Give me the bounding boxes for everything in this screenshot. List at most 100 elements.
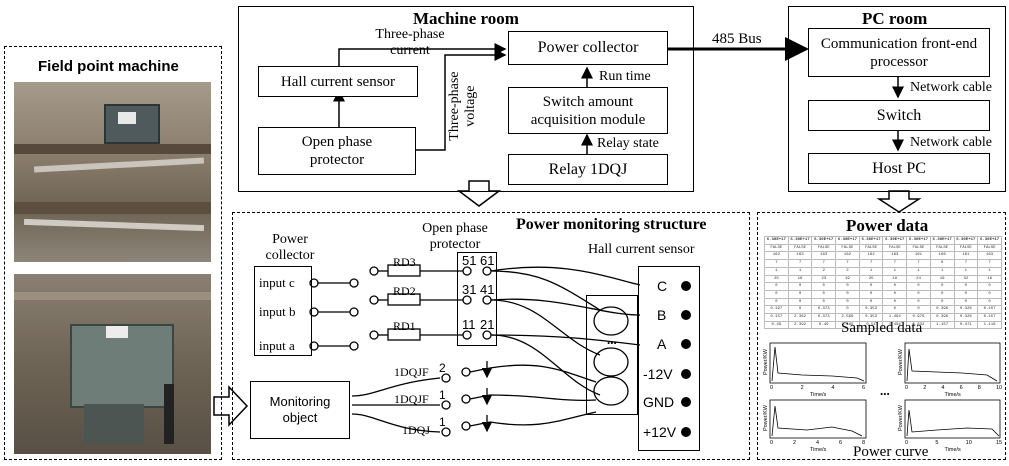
- bus-label: 485 Bus: [712, 31, 762, 47]
- relay-number-3: 1: [439, 415, 446, 429]
- plot-tick-label: 6: [862, 385, 865, 391]
- comm-processor-box: Communication front-end processor: [808, 28, 990, 77]
- structure-title: Power monitoring structure: [516, 216, 707, 233]
- run-time-label: Run time: [599, 69, 651, 84]
- power-collector-box: Power collector: [508, 31, 668, 65]
- open-phase-box: Open phase protector: [258, 127, 416, 175]
- terminal-61: 61: [480, 253, 495, 268]
- sensor-terminal-gnd: GND: [643, 394, 675, 410]
- terminal-31: 31: [462, 282, 477, 297]
- terminal-11: 11: [462, 317, 476, 332]
- plot-frame: [769, 342, 867, 384]
- plot-frame: [904, 342, 1001, 384]
- three-phase-current-label: Three-phase current: [375, 27, 445, 59]
- sensor-terminal-b: B: [657, 307, 667, 323]
- plot-tick-label: 0: [905, 385, 908, 391]
- plot-tick-label: 6: [839, 440, 842, 446]
- machine-room-title: Machine room: [413, 9, 519, 28]
- sensor-terminal-a: A: [657, 336, 667, 352]
- relay-label-1dqjf-2: 1DQJF: [394, 392, 429, 406]
- sensor-terminal-neg12v: -12V: [643, 366, 673, 382]
- plot-tick-label: 0: [770, 385, 773, 391]
- hall-sensor-box: Hall current sensor: [258, 66, 418, 97]
- plot-tick-label: 5: [935, 440, 938, 446]
- plot-tick-label: 10: [966, 440, 972, 446]
- power-data-panel: [757, 212, 1006, 460]
- input-label-b: input b: [259, 304, 296, 319]
- host-pc-box: Host PC: [808, 153, 990, 184]
- plot-ylabel: Power/KW: [763, 404, 769, 431]
- plot-tick-label: 8: [862, 440, 865, 446]
- plot-series-line: [906, 409, 1000, 437]
- plot-tick-label: 15: [996, 440, 1002, 446]
- resistor-label-rd3: RD3: [393, 255, 416, 269]
- terminal-51: 51: [462, 253, 477, 268]
- pc-room-title: PC room: [862, 9, 928, 28]
- plot-series-line: [771, 346, 865, 382]
- plot-dots: ...: [880, 383, 890, 398]
- relay-label-1dqjf-1: 1DQJF: [394, 365, 429, 379]
- sensor-coil-block: [586, 295, 638, 415]
- sensor-terminal-pos12v: +12V: [643, 424, 677, 440]
- plot-frame: [769, 399, 867, 439]
- plot-tick-label: 4: [816, 440, 819, 446]
- field-panel: [4, 46, 222, 460]
- plot-ylabel: Power/KW: [898, 404, 904, 431]
- protector-block: [457, 252, 497, 346]
- sensor-dots: ...: [607, 332, 617, 347]
- plot-tick-label: 4: [941, 385, 944, 391]
- network-cable-label-1: Network cable: [910, 80, 993, 95]
- plot-ylabel: Power/KW: [763, 348, 769, 375]
- plot-series-line: [906, 348, 998, 382]
- terminal-21: 21: [480, 317, 495, 332]
- structure-open-phase-label: Open phase protector: [422, 221, 488, 253]
- resistor-label-rd1: RD1: [393, 319, 416, 333]
- plot-tick-label: 2: [923, 385, 926, 391]
- field-title: Field point machine: [38, 58, 179, 75]
- plot-tick-label: 0: [905, 440, 908, 446]
- plot-xlabel: Time/s: [945, 447, 962, 453]
- machine-room-panel: [238, 6, 694, 192]
- switch-module-box: Switch amount acquisition module: [508, 87, 668, 134]
- relay-box: Relay 1DQJ: [508, 154, 668, 185]
- plot-ylabel: Power/KW: [898, 348, 904, 375]
- structure-hall-sensor-label: Hall current sensor: [588, 242, 695, 257]
- table-cell: 1.118: [977, 320, 1002, 330]
- sensor-terminal-block: [638, 266, 700, 451]
- collector-block: [254, 266, 312, 356]
- plot-series-line: [771, 405, 863, 437]
- network-cable-label-2: Network cable: [910, 135, 993, 150]
- switch-box: Switch: [808, 100, 990, 131]
- input-label-c: input c: [259, 275, 295, 290]
- relay-number-1: 2: [439, 361, 446, 375]
- plot-tick-label: 2: [801, 385, 804, 391]
- pc-room-panel: [788, 6, 1006, 192]
- relay-label-1dqj: 1DQJ: [402, 423, 431, 437]
- relay-state-label: Relay state: [597, 136, 659, 151]
- power-data-title: Power data: [846, 216, 929, 235]
- plot-tick-label: 4: [831, 385, 834, 391]
- point-machine-photo-2: [14, 274, 211, 454]
- structure-power-collector-label: Power collector: [265, 232, 315, 264]
- plot-tick-label: 8: [978, 385, 981, 391]
- plot-tick-label: 0: [770, 440, 773, 446]
- terminal-41: 41: [480, 282, 495, 297]
- resistor-label-rd2: RD2: [393, 284, 416, 298]
- power-curve-label: Power curve: [853, 444, 929, 460]
- plot-tick-label: 2: [793, 440, 796, 446]
- sensor-terminal-c: C: [657, 278, 668, 294]
- input-label-a: input a: [259, 338, 295, 353]
- plot-xlabel: Time/s: [945, 392, 962, 398]
- plot-xlabel: Time/s: [810, 392, 827, 398]
- plot-tick-label: 10: [996, 385, 1002, 391]
- point-machine-photo-1: [14, 82, 211, 262]
